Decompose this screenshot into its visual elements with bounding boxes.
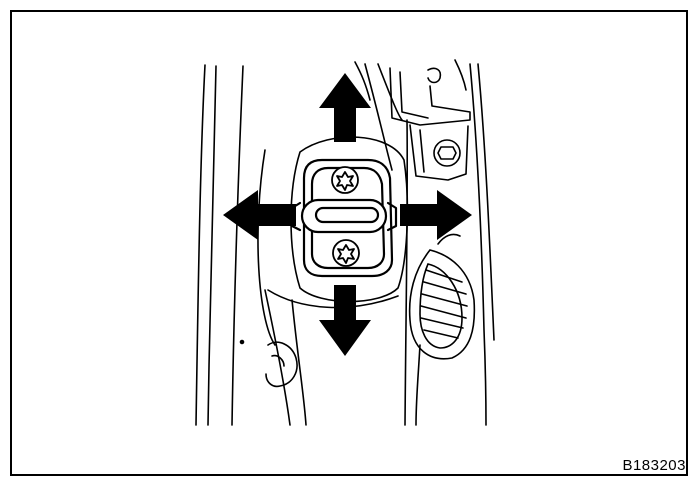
lower-left-clip <box>239 339 298 388</box>
striker-recess <box>267 136 409 309</box>
arrow-left-icon <box>223 190 296 240</box>
striker-plate <box>290 158 398 278</box>
arrow-down-icon <box>319 285 371 356</box>
figure-id-label: B183203 <box>622 457 686 474</box>
door-pillar-lines <box>195 59 495 426</box>
arrow-up-icon <box>319 73 371 142</box>
arrow-right-icon <box>400 190 472 240</box>
upper-screw <box>331 166 359 194</box>
wire-harness-boot <box>408 233 476 360</box>
lower-screw <box>332 239 360 267</box>
upper-bracket <box>389 67 471 181</box>
